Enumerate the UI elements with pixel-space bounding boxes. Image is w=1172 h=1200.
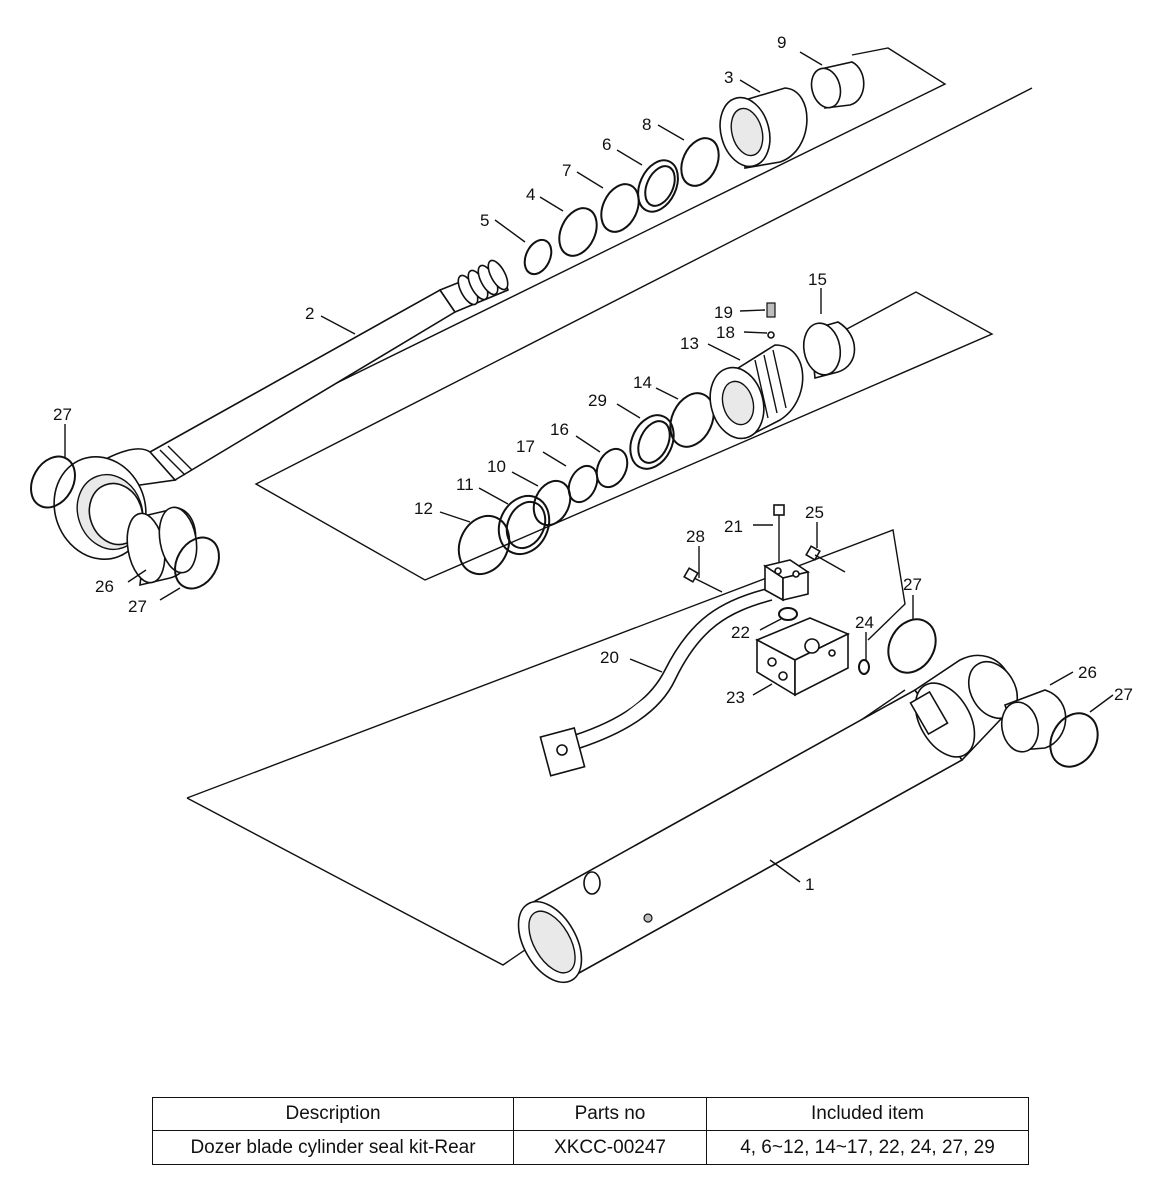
seal-kit-table: Description Parts no Included item Dozer… (152, 1097, 1029, 1165)
set-screw-19 (766, 302, 776, 318)
callout-17: 17 (516, 437, 535, 456)
ring-14 (669, 392, 715, 448)
column-header-description: Description (152, 1097, 514, 1131)
snap-ring-27-rod-left (30, 455, 76, 509)
ring-8 (680, 137, 720, 187)
ring-29-inner (637, 420, 671, 464)
piston-rod (53, 259, 509, 561)
exploded-parts-diagram: 9 3 8 6 7 4 5 2 27 26 27 19 18 13 15 14 … (30, 33, 1133, 984)
cell-included-item: 4, 6~12, 14~17, 22, 24, 27, 29 (706, 1130, 1029, 1165)
callout-8: 8 (642, 115, 651, 134)
callout-5: 5 (480, 211, 489, 230)
callout-10: 10 (487, 457, 506, 476)
cell-description: Dozer blade cylinder seal kit-Rear (152, 1130, 514, 1165)
ring-10 (532, 479, 572, 527)
steel-ball-18 (767, 331, 775, 339)
cell-parts-no: XKCC-00247 (513, 1130, 707, 1165)
callout-24: 24 (855, 613, 874, 632)
tube-group-outline (186, 529, 906, 799)
rod-group-outline (179, 47, 947, 461)
bolt-28 (683, 567, 723, 593)
bushing-9 (810, 61, 865, 109)
ring-12 (457, 514, 511, 576)
column-header-included-item: Included item (706, 1097, 1029, 1131)
callout-16: 16 (550, 420, 569, 439)
ring-29-outer (629, 414, 675, 470)
bolt-21 (773, 504, 785, 562)
callout-27-tube-top: 27 (903, 575, 922, 594)
table-header-row: Description Parts no Included item (152, 1097, 1029, 1131)
table-row: Dozer blade cylinder seal kit-Rear XKCC-… (152, 1130, 1029, 1165)
piston-13 (709, 344, 804, 440)
callout-26-rod: 26 (95, 577, 114, 596)
callout-2: 2 (305, 304, 314, 323)
callout-29: 29 (588, 391, 607, 410)
callout-25: 25 (805, 503, 824, 522)
bushing-rod-side (126, 506, 198, 587)
callout-1: 1 (805, 875, 814, 894)
wear-ring-15 (802, 321, 856, 380)
ring-6-outer (637, 159, 679, 213)
callout-28: 28 (686, 527, 705, 546)
o-ring-22 (778, 607, 798, 621)
leader-lines (64, 51, 1114, 883)
cylinder-tube (517, 654, 1019, 984)
ring-16 (595, 447, 629, 489)
callout-6: 6 (602, 135, 611, 154)
ring-7 (600, 183, 640, 233)
rod-cover-3 (719, 87, 808, 169)
callout-27-rod-left: 27 (53, 405, 72, 424)
callout-26-tube: 26 (1078, 663, 1097, 682)
callout-22: 22 (731, 623, 750, 642)
block-23 (755, 617, 850, 697)
callout-3: 3 (724, 68, 733, 87)
callout-20: 20 (600, 648, 619, 667)
ring-5 (523, 238, 553, 276)
callout-9: 9 (777, 33, 786, 52)
callout-23: 23 (726, 688, 745, 707)
callout-18: 18 (716, 323, 735, 342)
bushing-26-tube (1000, 689, 1067, 753)
callout-12: 12 (414, 499, 433, 518)
bolt-25 (805, 545, 846, 573)
callout-7: 7 (562, 161, 571, 180)
callout-15: 15 (808, 270, 827, 289)
callout-14: 14 (633, 373, 652, 392)
o-ring-24 (858, 659, 870, 675)
callout-19: 19 (714, 303, 733, 322)
ring-17 (567, 464, 599, 504)
callout-27-tube-right: 27 (1114, 685, 1133, 704)
callout-27-rod-outer: 27 (128, 597, 147, 616)
snap-ring-27-tube-right (1049, 712, 1099, 768)
ring-6-inner (644, 165, 676, 207)
flange-block-21 (763, 559, 810, 602)
piston-group-outline (254, 87, 1033, 581)
snap-ring-27-rod-outer (174, 536, 220, 590)
callout-11: 11 (456, 475, 474, 494)
pipe-20 (539, 587, 773, 777)
callout-4: 4 (526, 185, 535, 204)
ring-11-inner (505, 500, 547, 550)
snap-ring-27-tube-top (887, 618, 937, 674)
ring-4 (558, 207, 598, 257)
callout-13: 13 (680, 334, 699, 353)
column-header-parts-no: Parts no (513, 1097, 707, 1131)
callout-21: 21 (724, 517, 743, 536)
